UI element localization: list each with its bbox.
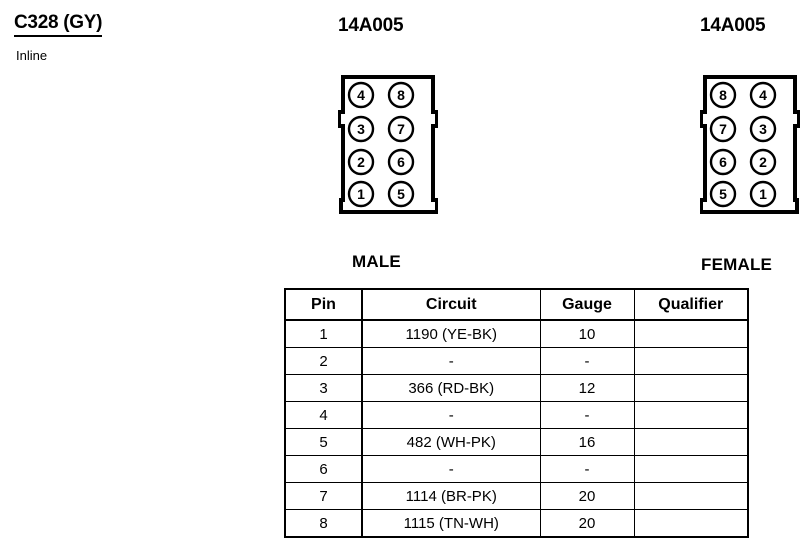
cell-pin: 4 bbox=[284, 401, 363, 429]
cell-qualifier bbox=[633, 374, 749, 402]
male-gender-label: MALE bbox=[352, 252, 401, 271]
cell-gauge: - bbox=[539, 347, 635, 375]
cell-pin: 8 bbox=[284, 509, 363, 538]
cell-pin: 2 bbox=[284, 347, 363, 375]
table-row: 7 1114 (BR-PK) 20 bbox=[284, 482, 749, 510]
pin-table-head: Pin Circuit Gauge Qualifier bbox=[284, 288, 749, 321]
table-row: 8 1115 (TN-WH) 20 bbox=[284, 509, 749, 538]
male-pin-number: 6 bbox=[397, 154, 405, 170]
male-connector-svg: 4 8 3 7 2 6 1 5 bbox=[338, 75, 438, 214]
cell-qualifier bbox=[633, 482, 749, 510]
cell-pin: 6 bbox=[284, 455, 363, 483]
female-gender-label: FEMALE bbox=[701, 255, 773, 274]
cell-gauge: 20 bbox=[539, 482, 635, 510]
male-pin-circle bbox=[387, 180, 415, 208]
male-connector-diagram: 4 8 3 7 2 6 1 5 bbox=[338, 72, 438, 217]
column-header-pin: Pin bbox=[284, 288, 363, 321]
cell-qualifier bbox=[633, 428, 749, 456]
cell-qualifier bbox=[633, 455, 749, 483]
cell-circuit: - bbox=[361, 401, 541, 429]
male-pin-circle bbox=[387, 81, 415, 109]
table-row: 6 - - bbox=[284, 455, 749, 483]
pin-table-header-row: Pin Circuit Gauge Qualifier bbox=[284, 288, 749, 321]
cell-circuit: 366 (RD-BK) bbox=[361, 374, 541, 402]
cell-qualifier bbox=[633, 347, 749, 375]
male-connector-outline bbox=[338, 75, 438, 214]
male-pin-number: 3 bbox=[357, 121, 365, 137]
male-pin-number: 8 bbox=[397, 87, 405, 103]
female-connector-svg: 8 4 7 3 6 2 5 1 bbox=[700, 75, 800, 214]
column-header-gauge: Gauge bbox=[539, 288, 635, 321]
pin-table-container: Pin Circuit Gauge Qualifier 1 1190 (YE-B… bbox=[284, 288, 749, 538]
female-pin-number: 2 bbox=[759, 154, 767, 170]
cell-pin: 1 bbox=[284, 319, 363, 348]
cell-qualifier bbox=[633, 319, 749, 348]
cell-pin: 7 bbox=[284, 482, 363, 510]
cell-qualifier bbox=[633, 401, 749, 429]
female-pin-circle bbox=[749, 115, 777, 143]
female-pin-number: 5 bbox=[719, 186, 727, 202]
cell-pin: 3 bbox=[284, 374, 363, 402]
table-row: 4 - - bbox=[284, 401, 749, 429]
cell-circuit: 482 (WH-PK) bbox=[361, 428, 541, 456]
column-header-circuit: Circuit bbox=[361, 288, 541, 321]
pin-table-body: 1 1190 (YE-BK) 10 2 - - 3 366 (RD-BK) 12… bbox=[284, 319, 749, 538]
female-pin-circle bbox=[709, 180, 737, 208]
female-pin-circle bbox=[709, 81, 737, 109]
male-pin-number: 5 bbox=[397, 186, 405, 202]
table-row: 5 482 (WH-PK) 16 bbox=[284, 428, 749, 456]
female-connector-diagram: 8 4 7 3 6 2 5 1 bbox=[700, 72, 800, 217]
female-pin-number: 3 bbox=[759, 121, 767, 137]
female-pin-number: 1 bbox=[759, 186, 767, 202]
female-part-number-label: 14A005 bbox=[700, 15, 766, 36]
male-pin-circle bbox=[347, 81, 375, 109]
female-pin-number: 8 bbox=[719, 87, 727, 103]
pin-assignment-table: Pin Circuit Gauge Qualifier 1 1190 (YE-B… bbox=[284, 288, 749, 538]
female-connector-outline bbox=[700, 75, 800, 214]
female-pin-circle bbox=[749, 148, 777, 176]
cell-circuit: 1190 (YE-BK) bbox=[361, 319, 541, 348]
cell-circuit: - bbox=[361, 347, 541, 375]
male-pin-circle bbox=[347, 148, 375, 176]
male-part-number-label: 14A005 bbox=[338, 15, 404, 36]
female-pin-circle bbox=[749, 180, 777, 208]
column-header-qualifier: Qualifier bbox=[633, 288, 749, 321]
table-row: 3 366 (RD-BK) 12 bbox=[284, 374, 749, 402]
cell-circuit: 1115 (TN-WH) bbox=[361, 509, 541, 538]
cell-circuit: - bbox=[361, 455, 541, 483]
male-pin-number: 1 bbox=[357, 186, 365, 202]
cell-pin: 5 bbox=[284, 428, 363, 456]
cell-gauge: 12 bbox=[539, 374, 635, 402]
female-pin-number: 4 bbox=[759, 87, 767, 103]
cell-gauge: - bbox=[539, 455, 635, 483]
cell-gauge: 16 bbox=[539, 428, 635, 456]
connector-id-label: C328 (GY) bbox=[14, 12, 102, 37]
cell-circuit: 1114 (BR-PK) bbox=[361, 482, 541, 510]
female-pin-circle bbox=[709, 148, 737, 176]
male-pin-circle bbox=[387, 148, 415, 176]
male-pin-circle bbox=[347, 180, 375, 208]
male-pin-circle bbox=[347, 115, 375, 143]
cell-gauge: 10 bbox=[539, 319, 635, 348]
female-pin-circle bbox=[709, 115, 737, 143]
cell-gauge: 20 bbox=[539, 509, 635, 538]
male-pin-number: 2 bbox=[357, 154, 365, 170]
cell-gauge: - bbox=[539, 401, 635, 429]
female-pin-number: 6 bbox=[719, 154, 727, 170]
table-row: 1 1190 (YE-BK) 10 bbox=[284, 319, 749, 348]
cell-qualifier bbox=[633, 509, 749, 538]
male-pin-circle bbox=[387, 115, 415, 143]
table-row: 2 - - bbox=[284, 347, 749, 375]
female-pin-circle bbox=[749, 81, 777, 109]
male-pin-number: 4 bbox=[357, 87, 365, 103]
female-pin-number: 7 bbox=[719, 121, 727, 137]
male-pin-number: 7 bbox=[397, 121, 405, 137]
connector-subtype-label: Inline bbox=[16, 48, 48, 63]
